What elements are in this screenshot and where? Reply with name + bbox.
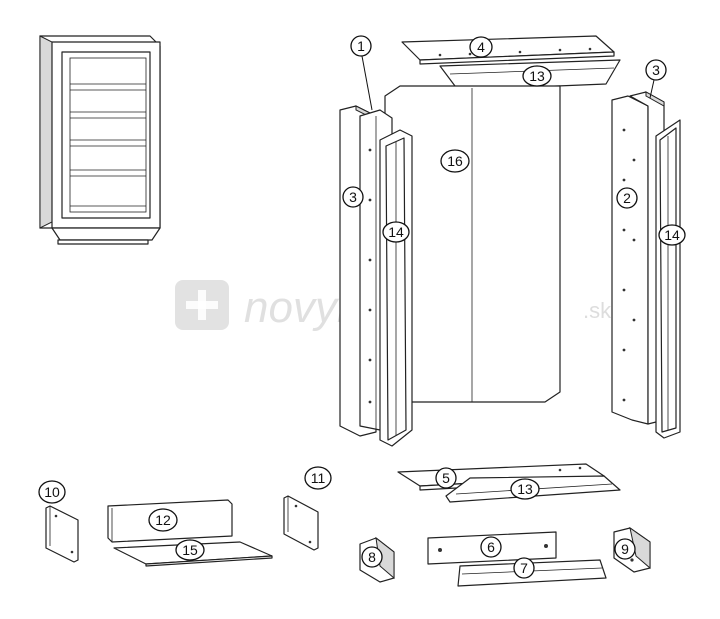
part-11-small-panel [283, 495, 319, 551]
callout-14-right: 14 [658, 224, 686, 246]
callout-label: 1 [357, 38, 365, 54]
callout-10: 10 [38, 480, 66, 504]
part-14-right-door [655, 119, 681, 439]
callout-label: 9 [621, 541, 629, 557]
part-4-top-panel [401, 35, 615, 65]
callout-label: 15 [182, 542, 198, 558]
callout-8: 8 [361, 546, 383, 568]
callout-label: 8 [368, 549, 376, 565]
part-2-right-side-panel [611, 95, 649, 425]
callout-1: 1 [350, 35, 372, 57]
callout-label: 3 [652, 62, 660, 78]
callout-label: 12 [155, 512, 171, 528]
callout-label: 11 [311, 470, 326, 486]
callout-12: 12 [148, 508, 178, 532]
callout-7: 7 [513, 557, 535, 579]
callout-9: 9 [614, 538, 636, 560]
assembled-cabinet-thumbnail [39, 35, 161, 245]
callout-15: 15 [175, 539, 205, 561]
callout-14-left: 14 [382, 221, 410, 243]
callout-13-top: 13 [522, 65, 552, 87]
callout-label: 13 [517, 481, 533, 497]
callout-5: 5 [435, 467, 457, 489]
callout-3-left: 3 [342, 186, 364, 208]
callout-label: 14 [388, 224, 404, 240]
callout-label: 3 [349, 189, 357, 205]
part-10-small-panel [45, 505, 79, 563]
callout-label: 4 [477, 39, 485, 55]
callout-label: 14 [664, 227, 680, 243]
callout-label: 6 [487, 539, 495, 555]
callout-label: 13 [529, 68, 545, 84]
callout-6: 6 [480, 536, 502, 558]
callout-4: 4 [469, 36, 493, 58]
callout-16: 16 [440, 149, 470, 173]
callout-label: 10 [44, 484, 60, 500]
part-14-left-door [379, 129, 413, 447]
callout-3-right: 3 [645, 59, 667, 81]
callout-2: 2 [616, 187, 638, 209]
callout-11: 11 [304, 466, 332, 490]
callout-label: 5 [442, 470, 450, 486]
callout-label: 16 [447, 153, 463, 169]
watermark-tld: .sk [583, 298, 612, 323]
callout-13-bottom: 13 [510, 478, 540, 500]
callout-label: 7 [520, 560, 528, 576]
callout-label: 2 [623, 190, 631, 206]
